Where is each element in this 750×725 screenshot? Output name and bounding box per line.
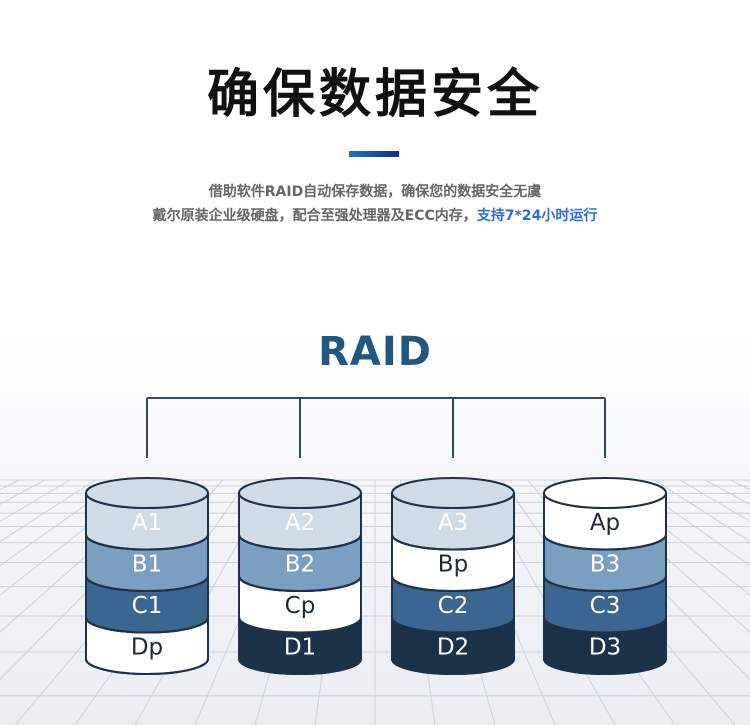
- grid-line: [679, 479, 750, 522]
- disk-top: [85, 477, 209, 509]
- segment-separator: [238, 534, 362, 551]
- connector-lines: [146, 397, 606, 458]
- disk-bottom: [238, 658, 362, 675]
- segment-label: D1: [284, 634, 316, 660]
- disk-bottom: [85, 658, 209, 675]
- title-underline-bar: [349, 151, 399, 157]
- segment-label: Ap: [590, 510, 620, 536]
- segment-label: A3: [438, 510, 468, 536]
- page-title: 确保数据安全: [206, 65, 543, 125]
- segment-label: D3: [589, 634, 621, 660]
- subtitle-line-2: 戴尔原装企业级硬盘，配合至强处理器及ECC内存，支持7*24小时运行: [0, 206, 750, 226]
- segment-separator: [391, 617, 515, 634]
- segment-separator: [85, 617, 209, 634]
- segment-separator: [543, 617, 667, 634]
- segment-separator: [391, 575, 515, 592]
- segment-label: Bp: [438, 551, 468, 577]
- segment-label: D2: [437, 634, 469, 660]
- disk-bottom: [543, 658, 667, 675]
- disk-bottom: [391, 658, 515, 675]
- segment-separator: [238, 617, 362, 634]
- segment-label: C3: [590, 593, 621, 619]
- segment-label: B2: [285, 551, 315, 577]
- grid-line: [0, 479, 122, 567]
- disk-top: [391, 477, 515, 509]
- segment-label: Dp: [131, 634, 163, 660]
- subtitle-highlight: 支持7*24小时运行: [476, 208, 598, 224]
- segment-label: C1: [132, 593, 163, 619]
- grid-line: [0, 479, 71, 522]
- segment-separator: [543, 575, 667, 592]
- subtitle-line-1: 借助软件RAID自动保存数据，确保您的数据安全无虞: [208, 184, 542, 200]
- segment-separator: [238, 575, 362, 592]
- segment-label: B3: [590, 551, 620, 577]
- disk-top: [543, 477, 667, 509]
- grid-line: [654, 479, 750, 543]
- subtitle-line-2-text: 戴尔原装企业级硬盘，配合至强处理器及ECC内存，: [152, 208, 477, 224]
- segment-separator: [85, 575, 209, 592]
- segment-label: A2: [285, 510, 315, 536]
- grid-line: [0, 479, 96, 543]
- raid-label: RAID: [318, 329, 432, 375]
- segment-separator: [543, 534, 667, 551]
- segment-label: B1: [132, 551, 162, 577]
- grid-line: [628, 479, 750, 567]
- segment-separator: [391, 534, 515, 551]
- segment-label: A1: [132, 510, 162, 536]
- disk-top: [238, 477, 362, 509]
- segment-separator: [85, 534, 209, 551]
- segment-label: Cp: [285, 593, 316, 619]
- segment-label: C2: [438, 593, 469, 619]
